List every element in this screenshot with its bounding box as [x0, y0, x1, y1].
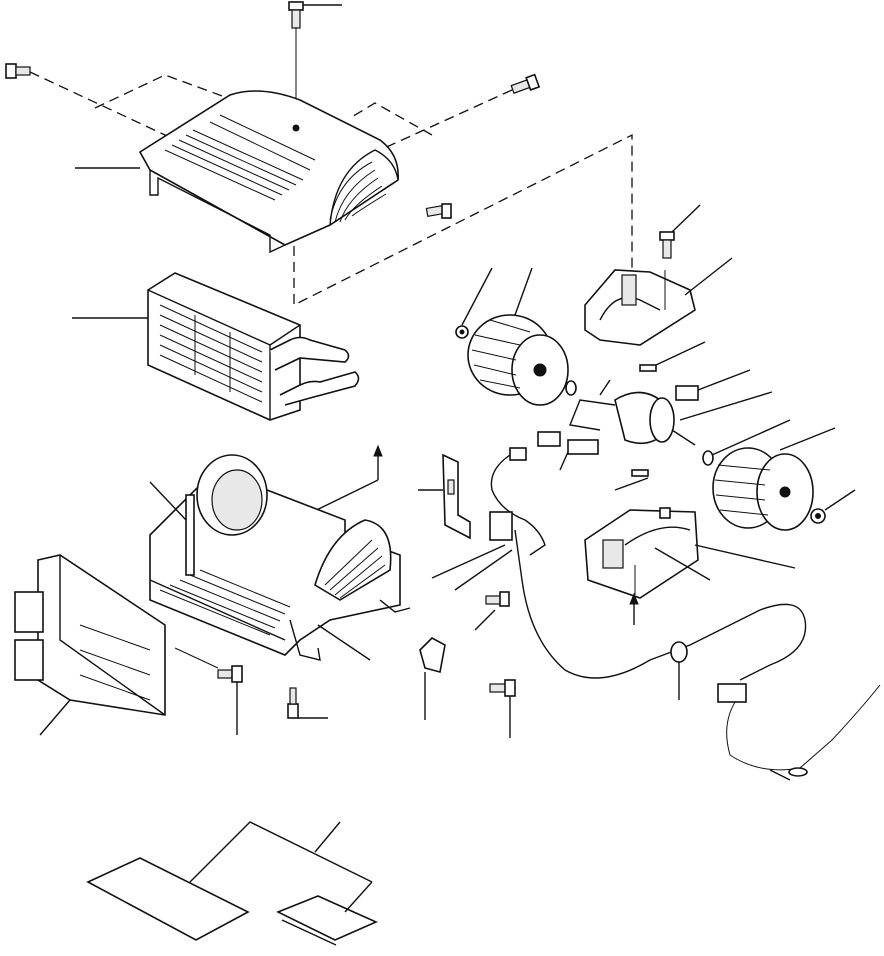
grommet — [670, 641, 688, 663]
nut-right — [810, 508, 826, 524]
leader-clip-2 — [614, 477, 649, 491]
connector-3 — [567, 439, 599, 455]
top-cover — [138, 90, 399, 254]
blower-housing-upper — [584, 269, 696, 346]
duct-screw — [217, 665, 243, 735]
cover-screw — [425, 203, 452, 219]
leader-resistor-block — [431, 544, 513, 591]
leader-fan-2 — [779, 427, 836, 451]
leader-duct — [39, 699, 71, 736]
right-screw — [510, 73, 541, 94]
heater-case — [149, 454, 411, 661]
leader-fan-1 — [514, 267, 533, 316]
leader-connector-1 — [697, 369, 751, 391]
fan-wheel-1 — [467, 314, 569, 406]
housing-screw — [659, 204, 701, 259]
leader-sheets — [189, 821, 373, 913]
dash-duct-screw — [174, 647, 219, 669]
nut-left — [455, 325, 469, 339]
blower-motor — [569, 379, 696, 446]
dash-line-2 — [94, 74, 256, 109]
label-sheets — [86, 857, 378, 946]
leader-motor — [679, 391, 773, 421]
leader-housing-upper — [684, 257, 733, 296]
screw-center — [474, 591, 510, 631]
dash-line-5 — [293, 133, 633, 307]
leader-housing-lower — [654, 547, 711, 581]
fan-wheel-2 — [712, 447, 814, 531]
leader-case-lower — [317, 624, 371, 661]
resistor-bracket — [442, 453, 471, 540]
view-arrow-a-lower — [629, 592, 639, 625]
washer-2 — [702, 450, 714, 466]
clamp — [419, 637, 446, 720]
resistor-block — [489, 511, 513, 541]
left-screw — [5, 63, 31, 79]
washer-1 — [565, 380, 577, 396]
harness-connector — [717, 683, 747, 703]
leader-nut — [461, 267, 493, 326]
connector-4 — [509, 447, 527, 461]
blower-housing-lower — [584, 507, 699, 599]
connector-1 — [675, 385, 699, 401]
dash-line-4 — [349, 102, 433, 136]
leader-case — [149, 481, 187, 521]
screw-washer — [489, 679, 516, 738]
leader-connector-3 — [559, 451, 569, 471]
heater-core — [147, 272, 360, 421]
leader-nut-right — [824, 489, 856, 511]
leader-washer-2 — [711, 419, 791, 456]
leader-item-9 — [694, 544, 796, 569]
dash-line-3 — [379, 89, 513, 151]
leader-clip-1 — [655, 341, 706, 366]
wire-harness — [490, 454, 881, 781]
connector-2 — [537, 431, 561, 447]
clip-2 — [631, 469, 649, 477]
duct — [14, 554, 166, 716]
case-screw — [287, 687, 328, 719]
clip-1 — [639, 364, 657, 372]
